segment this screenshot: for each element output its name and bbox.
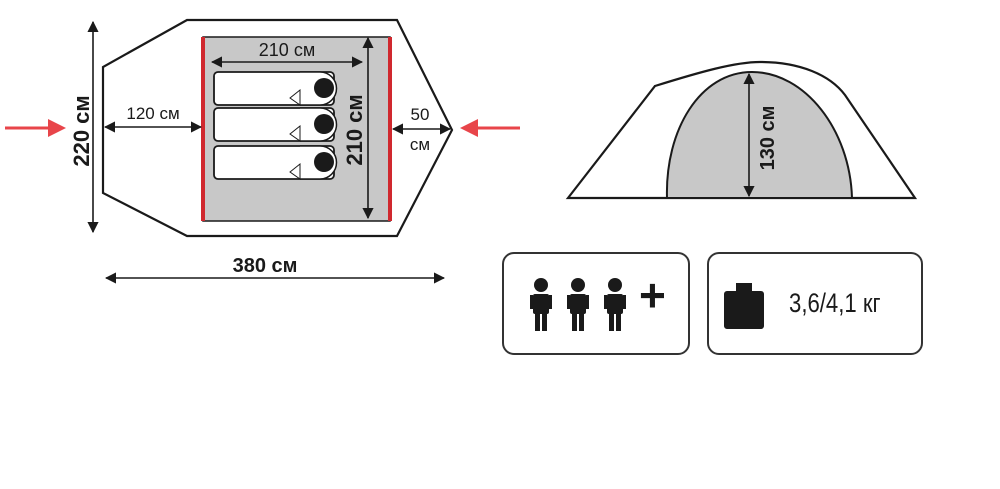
floor-plan: 210 см 210 см 120 см 50 см 220 см 380 см	[5, 18, 520, 284]
label-inner-length: 210 см	[342, 94, 367, 165]
capacity-card: +	[502, 252, 690, 355]
weight-card: 3,6/4,1 кг	[707, 252, 923, 355]
side-dome	[665, 70, 854, 199]
sleeping-bag	[213, 107, 338, 142]
entrance-arrow-icon	[460, 119, 520, 137]
side-view: 130 см	[565, 60, 918, 200]
extra-person-symbol: +	[639, 269, 666, 321]
person-icon	[567, 278, 589, 331]
label-total-length: 380 см	[233, 255, 298, 277]
entrance-arrow-icon	[5, 119, 66, 137]
label-total-width: 220 см	[69, 95, 94, 166]
person-icon	[604, 278, 626, 331]
persons-group	[530, 278, 626, 331]
sleeping-bag	[213, 145, 338, 180]
label-inner-width: 210 см	[259, 40, 315, 60]
label-vestibule-rear-unit: см	[410, 135, 430, 154]
sleeping-bag	[213, 71, 338, 106]
weight-value: 3,6/4,1 кг	[789, 288, 881, 318]
weight-icon	[724, 283, 764, 329]
person-icon	[530, 278, 552, 331]
label-vestibule-front: 120 см	[126, 104, 179, 123]
label-vestibule-rear-value: 50	[411, 105, 430, 124]
label-height: 130 см	[757, 106, 779, 171]
